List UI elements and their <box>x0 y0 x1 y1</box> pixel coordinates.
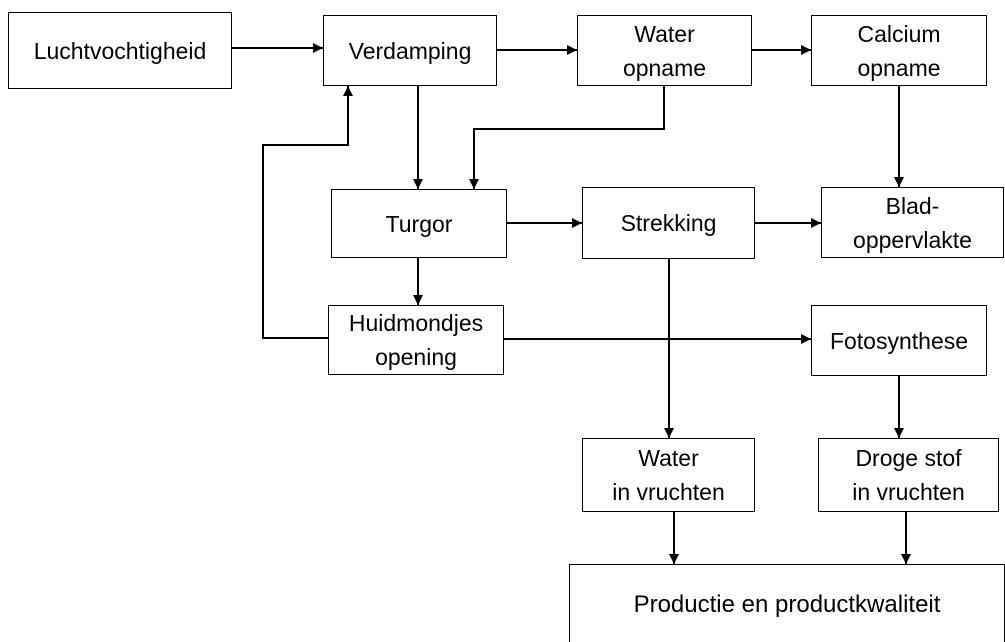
water-opname-box: Water opname <box>577 15 752 86</box>
fotosynthese-label: Fotosynthese <box>829 327 969 354</box>
strekking-box: Strekking <box>582 187 755 259</box>
calcium-opname-line-1: Calcium <box>857 20 941 47</box>
droge-stof-line-2: in vruchten <box>852 479 965 505</box>
productie-box: Productie en productkwaliteit <box>569 564 1005 642</box>
water-opname-line-1: Water <box>634 20 695 47</box>
calcium-opname-box: Calcium opname <box>811 15 987 86</box>
arrow-huidmondjes-verdamping <box>262 86 353 339</box>
water-vruchten-line-1: Water <box>638 445 699 471</box>
bladoppervlakte-line-1: Blad- <box>885 192 940 219</box>
bladoppervlakte-line-2: oppervlakte <box>853 226 972 253</box>
arrow-water-opname-turgor <box>469 86 665 189</box>
verdamping-label: Verdamping <box>348 37 472 64</box>
fotosynthese-box: Fotosynthese <box>811 305 987 376</box>
verdamping-box: Verdamping <box>323 15 497 86</box>
turgor-label: Turgor <box>385 210 453 237</box>
huidmondjes-line-2: opening <box>375 344 457 370</box>
bladoppervlakte-box: Blad- oppervlakte <box>821 187 1004 258</box>
droge-stof-line-1: Droge stof <box>855 445 962 471</box>
water-vruchten-box: Water in vruchten <box>582 438 755 512</box>
turgor-box: Turgor <box>331 189 507 258</box>
calcium-opname-line-2: opname <box>857 54 941 81</box>
productie-label: Productie en productkwaliteit <box>633 590 941 618</box>
huidmondjes-box: Huidmondjes opening <box>328 305 504 375</box>
water-vruchten-line-2: in vruchten <box>612 479 725 505</box>
droge-stof-box: Droge stof in vruchten <box>818 438 999 512</box>
luchtvochtigheid-box: Luchtvochtigheid <box>8 12 232 89</box>
huidmondjes-line-1: Huidmondjes <box>348 310 484 336</box>
strekking-label: Strekking <box>620 210 717 236</box>
luchtvochtigheid-label: Luchtvochtigheid <box>33 37 207 64</box>
water-opname-line-2: opname <box>622 54 707 81</box>
